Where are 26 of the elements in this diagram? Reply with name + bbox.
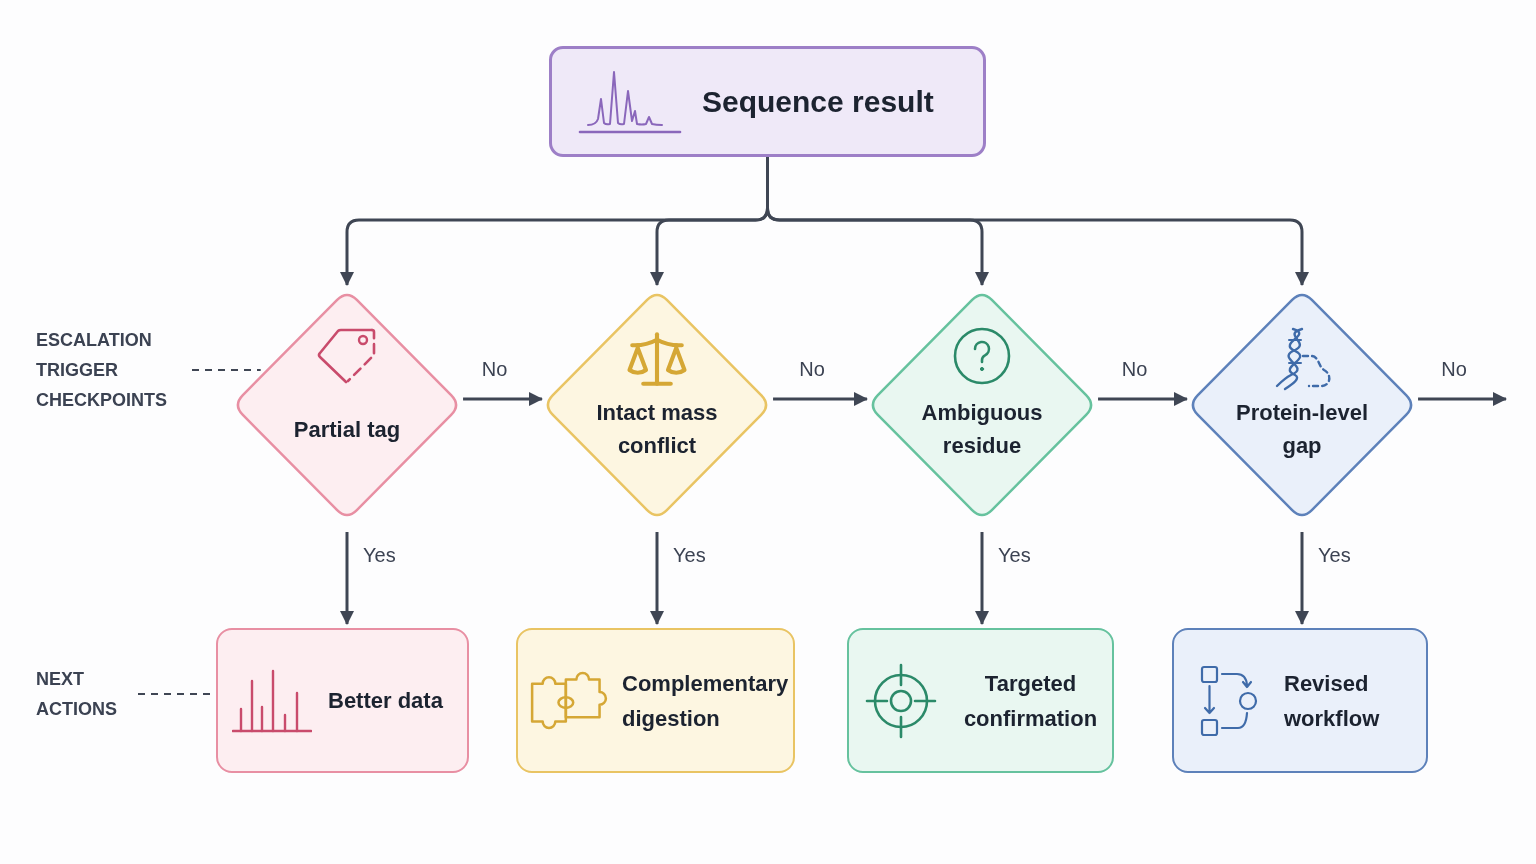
leader-line [191,369,262,371]
action-label: Complementary digestion [622,669,790,733]
decision-label: Ambiguous residue [920,399,1044,460]
arrow [773,392,868,406]
row-label: NEXT ACTIONS [36,664,132,724]
decision-label: Intact mass conflict [595,399,719,460]
action-label: Targeted confirmation [962,669,1099,733]
decision-label: Partial tag [293,415,401,444]
arrow [650,532,664,625]
action-label: Better data [328,687,443,715]
decision-label: Protein-level gap [1234,399,1369,460]
arrow [1098,392,1188,406]
action-box [216,628,469,773]
action-box [1172,628,1428,773]
result-box [549,46,986,157]
arrow [1418,392,1507,406]
action-label: Revised workflow [1284,669,1381,733]
leader-line [137,693,212,695]
result-label: Sequence result [702,83,934,120]
arrow [1295,532,1309,625]
arrow [975,532,989,625]
action-box [847,628,1114,773]
arrow [463,392,543,406]
row-label: ESCALATION TRIGGER CHECKPOINTS [36,325,186,415]
arrow [340,532,354,625]
action-box [516,628,795,773]
